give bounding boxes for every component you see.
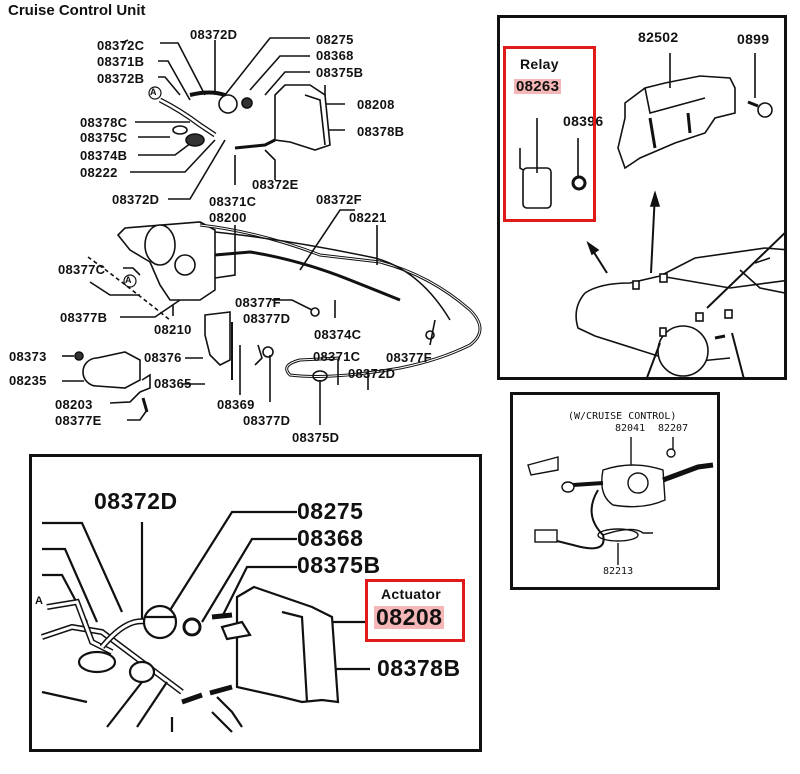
leader-line	[324, 85, 345, 105]
part-label: 08375D	[292, 430, 340, 445]
part-label: 08377D	[243, 413, 291, 428]
relay-location-panel: 82502 0899 08396	[497, 15, 787, 380]
leader-line	[158, 60, 191, 101]
part-label: 08372E	[252, 177, 299, 192]
switch-art	[527, 437, 714, 565]
part-label: 08371B	[97, 54, 145, 69]
relay-highlight-box: Relay 08263	[503, 46, 596, 222]
leader-line	[214, 225, 236, 279]
part-label: 82213	[603, 566, 634, 577]
relay-part-number: 08263	[514, 78, 562, 95]
leader-line	[299, 209, 355, 271]
part-label: 08368	[297, 525, 364, 551]
switch-caption: (W/CRUISE CONTROL)	[568, 411, 677, 422]
relay-title: Relay	[520, 56, 559, 72]
part-label: 08378C	[80, 115, 128, 130]
part-label: 08372D	[190, 27, 238, 42]
part-label: 82041	[615, 423, 646, 434]
part-label: 08376	[144, 350, 182, 365]
actuator-highlight-box: Actuator 08208	[365, 579, 465, 642]
part-label: 08375B	[316, 65, 364, 80]
leader-line	[224, 37, 310, 96]
part-label: 08375C	[80, 130, 128, 145]
part-label: 08374C	[314, 327, 362, 342]
part-label: 82502	[638, 29, 679, 45]
part-label: 08372F	[316, 192, 362, 207]
part-label: 08372B	[97, 71, 145, 86]
switch-panel: (W/CRUISE CONTROL) 82041 82207 82213	[510, 392, 720, 590]
part-label: 08372D	[112, 192, 160, 207]
leader-line	[249, 55, 310, 91]
part-label: 08373	[9, 349, 47, 364]
part-label: 08275	[297, 498, 364, 524]
part-label: 08208	[357, 97, 395, 112]
part-label: 08377F	[235, 295, 281, 310]
leader-line	[158, 76, 181, 96]
part-label: 08235	[9, 373, 47, 388]
marker-a-upper: A	[150, 87, 157, 97]
part-label-truncated: 0899	[737, 31, 770, 47]
marker-a-lower: A	[125, 275, 132, 285]
part-label: 08200	[209, 210, 247, 225]
leader-line	[130, 139, 216, 173]
part-label: 08275	[316, 32, 354, 47]
leader-line	[168, 139, 226, 200]
part-label: 08378B	[377, 655, 461, 681]
leader-line	[264, 149, 276, 180]
part-label: 08374B	[80, 148, 128, 163]
part-label: 08203	[55, 397, 93, 412]
part-label: 08377D	[243, 311, 291, 326]
part-label: 08372D	[94, 488, 178, 514]
car-location-art	[519, 53, 784, 377]
part-label: 08368	[316, 48, 354, 63]
actuator-zoom-panel: 08372D 08275 08368 08375B 08378B A	[29, 454, 482, 752]
actuator-zoom-art	[41, 510, 370, 733]
marker-a: A	[35, 595, 44, 607]
part-label: 08369	[217, 397, 255, 412]
part-label: 08222	[80, 165, 118, 180]
part-label: 08378B	[357, 124, 405, 139]
part-label: 08372D	[348, 366, 396, 381]
part-label: 82207	[658, 423, 689, 434]
part-label: 08377B	[60, 310, 108, 325]
part-label: 08372C	[97, 38, 145, 53]
part-label: 08375B	[297, 552, 381, 578]
actuator-title: Actuator	[381, 586, 441, 602]
part-label: 08221	[349, 210, 387, 225]
leader-line	[264, 71, 310, 96]
part-label: 08377F	[386, 350, 432, 365]
part-label: 08210	[154, 322, 192, 337]
part-label: 08371C	[209, 194, 257, 209]
part-label: 08365	[154, 376, 192, 391]
actuator-part-number: 08208	[374, 604, 445, 630]
part-label: 08377C	[58, 262, 106, 277]
page-title: Cruise Control Unit	[8, 2, 146, 19]
part-label: 08371C	[313, 349, 361, 364]
leader-line	[160, 42, 206, 96]
part-label: 08377E	[55, 413, 102, 428]
